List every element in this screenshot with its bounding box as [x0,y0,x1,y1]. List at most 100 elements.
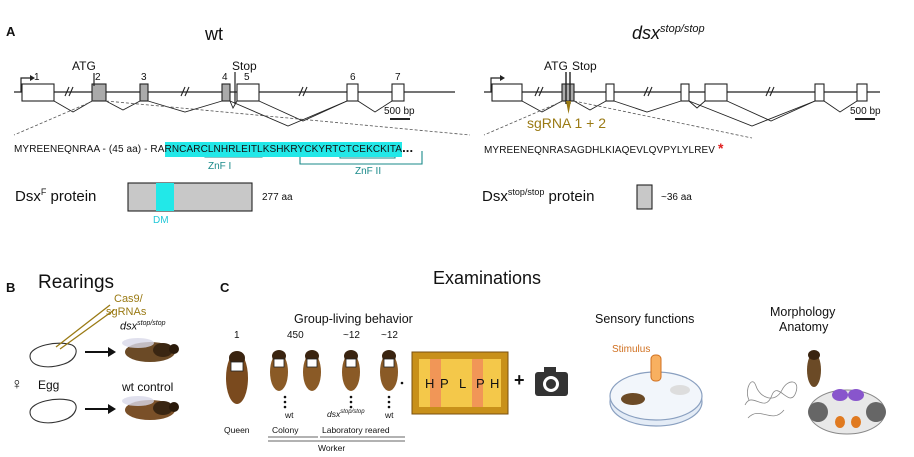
mutant-promoter-arrow [490,77,500,92]
mutant-scale-label: 500 bp [850,106,881,117]
wt-exon-1 [21,83,55,102]
trachea-scribble [744,381,798,419]
frame-letter-h1: H [425,376,435,391]
mutant-exon-4 [680,83,690,102]
frame-letter-h2: H [490,376,500,391]
mutant-exon-5 [704,83,728,102]
stimulus-label: Stimulus [612,344,651,355]
wt-atg-label: ATG [72,59,96,73]
sgrna-label: sgRNA 1 + 2 [527,115,606,131]
mutant-protein-length: ~36 aa [661,192,692,203]
female-symbol: ♀ [11,376,23,393]
camera-icon [535,367,568,396]
wt-exon-3 [139,83,149,102]
wt-exon-label-1: 1 [34,72,40,83]
queen-label: Queen [224,425,250,435]
wt-exon-5 [236,83,260,102]
egg-label: Egg [38,378,60,392]
colony-wt-label: wt [285,410,294,420]
count-wt: ~12 [381,330,398,341]
plus-sign: + [514,370,525,390]
worker-bee-mutant [342,350,360,391]
mutant-exon-1 [491,83,523,102]
egg-bottom [29,398,77,424]
dsxf-protein-label: DsxF protein [15,187,97,205]
group-underlines [268,436,405,442]
wt-break-marks [64,86,308,97]
mutant-title: dsxstop/stop [632,23,705,43]
wt-sequence-highlight: RNCARCLNHRLEITLKSHKRYCKYRTCTCEKCKITA [164,142,403,157]
wt-exon-7 [391,83,405,102]
wt-exon-2 [91,83,107,102]
observation-frame [411,351,509,415]
wt-stop-label: Stop [232,59,257,73]
count-queen: 1 [234,330,240,341]
panel-letter-c: C [220,280,230,295]
znf1-label: ZnF I [208,161,232,172]
mutant-protein-label: Dsxstop/stop protein [482,187,595,205]
rearing-arrows [85,351,108,410]
mutant-break-marks [534,86,775,97]
lab-wt-label: wt [385,410,394,420]
needle-label-1: Cas9/ [114,293,143,305]
bee-wt-b [122,396,179,420]
dsxf-length: 277 aa [262,192,293,203]
wt-exon-4 [221,83,231,102]
wt-exon-label-4: 4 [222,72,228,83]
worker-bee-wt [380,350,398,391]
examinations-title: Examinations [433,268,542,288]
rearing-top-result: dsxstop/stop [120,320,166,333]
sgrna-arrow [566,101,571,114]
mutant-splice-lines [521,100,858,127]
frame-letter-p1: P [440,376,449,391]
znf2-label: ZnF II [355,166,382,177]
stop-star: * [717,140,724,156]
wt-exon-label-2: 2 [95,72,101,83]
mutant-protein-box [636,184,653,210]
frame-letter-l: L [459,376,467,391]
dm-domain [156,183,174,211]
wt-promoter-arrow [20,77,30,92]
brain-anatomy [808,389,886,435]
count-mutant: ~12 [343,330,360,341]
sensory-title: Sensory functions [595,312,695,326]
count-colony: 450 [287,330,304,341]
mutant-exon-7 [856,83,868,102]
worker-bee-colony-2 [303,350,321,391]
worker-label: Worker [318,443,346,453]
bee-mutant-b [122,338,179,362]
mutant-exon-6 [814,83,825,102]
wt-exon-label-3: 3 [141,72,147,83]
mutant-atg-label: ATG [544,59,568,73]
wt-exon-label-6: 6 [350,72,356,83]
dm-label: DM [153,215,169,226]
group-living-title: Group-living behavior [294,312,413,326]
wt-exon-label-7: 7 [395,72,401,83]
dot-separator [400,381,404,385]
wt-scale-label: 500 bp [384,106,415,117]
panel-letter-b: B [6,280,16,295]
needle [55,304,115,350]
wt-exon-6 [346,83,359,102]
wt-title: wt [205,24,223,44]
mutant-exon-3 [605,83,615,102]
anatomy-title: Anatomy [779,320,829,334]
continuation-dots [283,395,391,409]
mutant-stop-label: Stop [572,59,597,73]
worker-bee-colony [270,350,288,391]
dsxf-protein-box [127,182,253,212]
colony-label: Colony [272,425,299,435]
egg-top [29,342,77,368]
frame-letter-p2: P [476,376,485,391]
mutant-sequence: MYREENEQNRASAGDHLKIAQEVLQVPYLYLREV * [484,140,724,156]
needle-label-2: sgRNAs [106,306,147,318]
panel-letter-a: A [6,24,16,39]
lab-reared-label: Laboratory reared [322,425,390,435]
rearing-bottom-result: wt control [122,380,174,394]
mutant-label: dsxstop/stop [327,409,365,419]
wt-sequence: MYREENEQNRAA - (45 aa) - RARNCARCLNHRLEI… [14,140,414,157]
morphology-title: Morphology [770,305,836,319]
morphology-bee [807,350,821,387]
queen-bee [226,351,248,404]
